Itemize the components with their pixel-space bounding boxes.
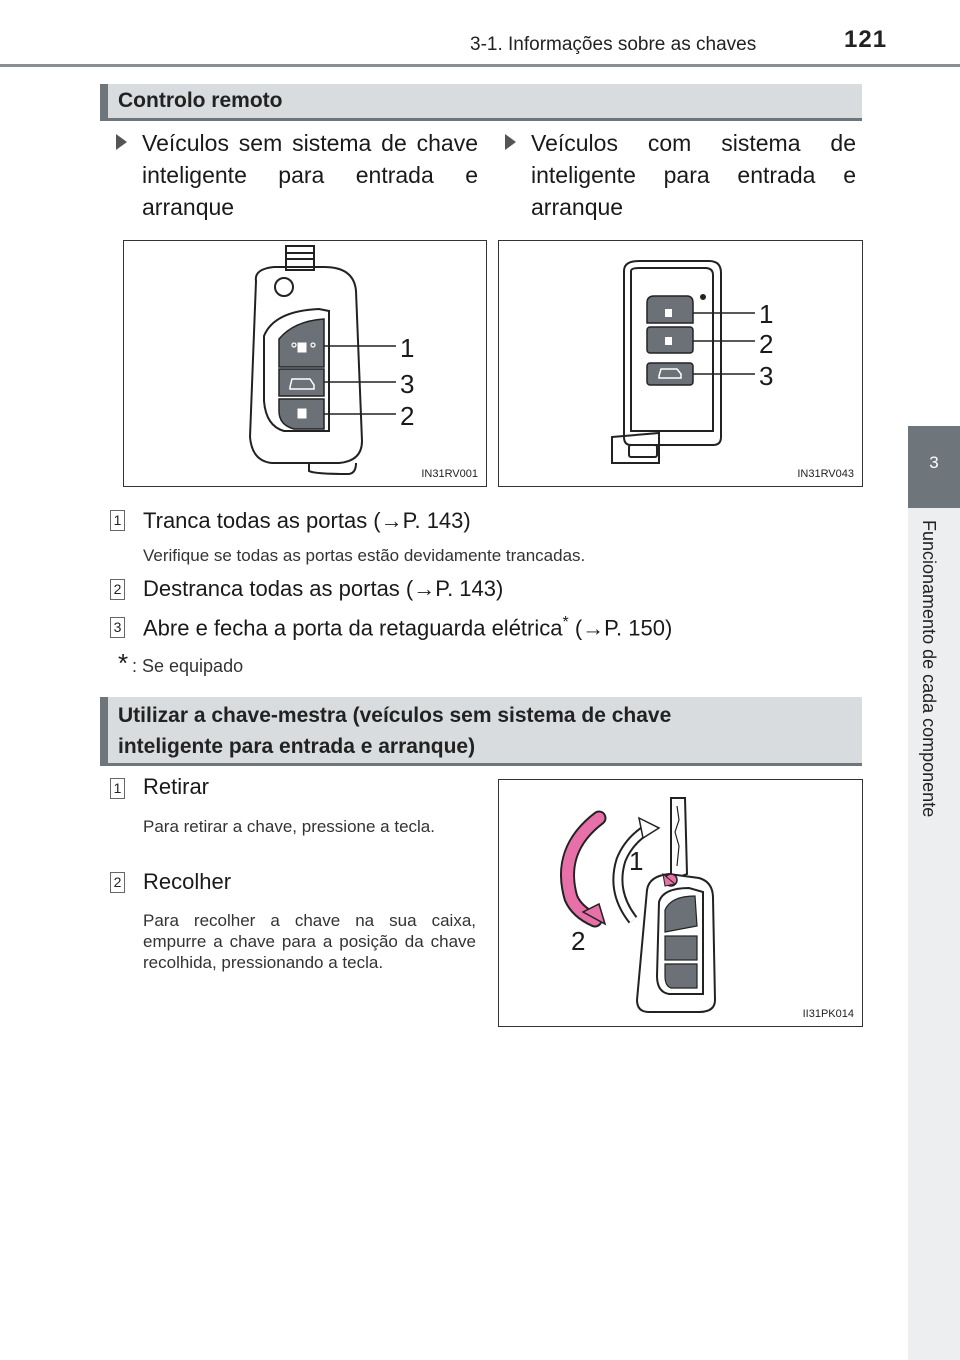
figure-code: IN31RV043 (797, 468, 854, 480)
item-number-box: 3 (110, 617, 125, 638)
header-rule (0, 64, 960, 67)
footnote-text: : Se equipado (132, 656, 244, 676)
chapter-title: Funcionamento de cada componente (919, 520, 939, 818)
callout-number: 1 (400, 333, 415, 363)
master-key-illustration (560, 797, 717, 1013)
item-unlock-all-doors: Destranca todas as portas (→P. 143) (143, 576, 504, 601)
item-desc-retract: Para recolher a chave na sua caixa, empu… (143, 911, 476, 972)
column-heading-right-text: Veículos com sistema de inteligente para… (531, 130, 856, 220)
callout-number: 2 (759, 329, 774, 359)
item-desc-extend: Para retirar a chave, pressione a tecla. (143, 817, 435, 836)
footnote-asterisk: * (118, 648, 129, 678)
asterisk-mark: * (562, 614, 569, 631)
item-title-extend: Retirar (143, 774, 210, 799)
item-power-back-door-ref: (→P. 150) (568, 615, 673, 641)
page-number: 121 (844, 26, 888, 53)
chapter-number: 3 (929, 453, 939, 472)
item-number-box: 1 (110, 510, 125, 531)
figure-flip-key-remote: 1 3 2 IN31RV001 (123, 240, 487, 487)
item-number-box: 2 (110, 579, 125, 600)
section-heading-master-key: Utilizar a chave-mestra (veículos sem si… (100, 697, 862, 766)
callout-number: 3 (759, 361, 774, 391)
item-note: Verifique se todas as portas estão devid… (143, 546, 586, 565)
item-lock-all-doors: Tranca todas as portas (→P. 143) (143, 508, 471, 533)
item-title-retract: Recolher (143, 869, 232, 894)
chapter-tab: 3 (908, 426, 960, 508)
callout-number: 2 (400, 401, 415, 431)
callout-number: 3 (400, 369, 415, 399)
smart-key-illustration (611, 260, 755, 464)
figure-smart-key: 1 2 3 IN31RV043 (498, 240, 863, 487)
item-number-box: 1 (110, 778, 125, 799)
figure-master-key: 1 2 II31PK014 (498, 779, 863, 1027)
figure-code: IN31RV001 (421, 468, 478, 480)
callout-number: 1 (759, 299, 774, 329)
triangle-bullet-icon (505, 134, 516, 150)
chapter-title-container: Funcionamento de cada componente (918, 520, 950, 860)
column-heading-right: Veículos com sistema de inteligente para… (505, 127, 856, 223)
header-section-title: 3-1. Informações sobre as chaves (470, 34, 757, 55)
column-heading-left: Veículos sem sistema de chave inteligent… (116, 127, 478, 223)
section-heading-line2: inteligente para entrada e arranque) (118, 735, 476, 758)
item-number-box: 2 (110, 872, 125, 893)
chapter-sidebar (908, 508, 960, 1360)
callout-number: 1 (629, 846, 644, 876)
item-power-back-door: Abre e fecha a porta da retaguarda elétr… (143, 614, 672, 641)
triangle-bullet-icon (116, 134, 127, 150)
item-power-back-door-text: Abre e fecha a porta da retaguarda elétr… (143, 615, 563, 641)
column-heading-left-text: Veículos sem sistema de chave inteligent… (142, 130, 478, 220)
callout-number: 2 (571, 926, 586, 956)
flip-key-remote-illustration (248, 245, 396, 476)
section-heading-remote: Controlo remoto (100, 84, 862, 121)
section-heading-text: Controlo remoto (118, 89, 283, 112)
figure-code: II31PK014 (802, 1008, 854, 1020)
section-heading-line1: Utilizar a chave-mestra (veículos sem si… (118, 704, 672, 727)
